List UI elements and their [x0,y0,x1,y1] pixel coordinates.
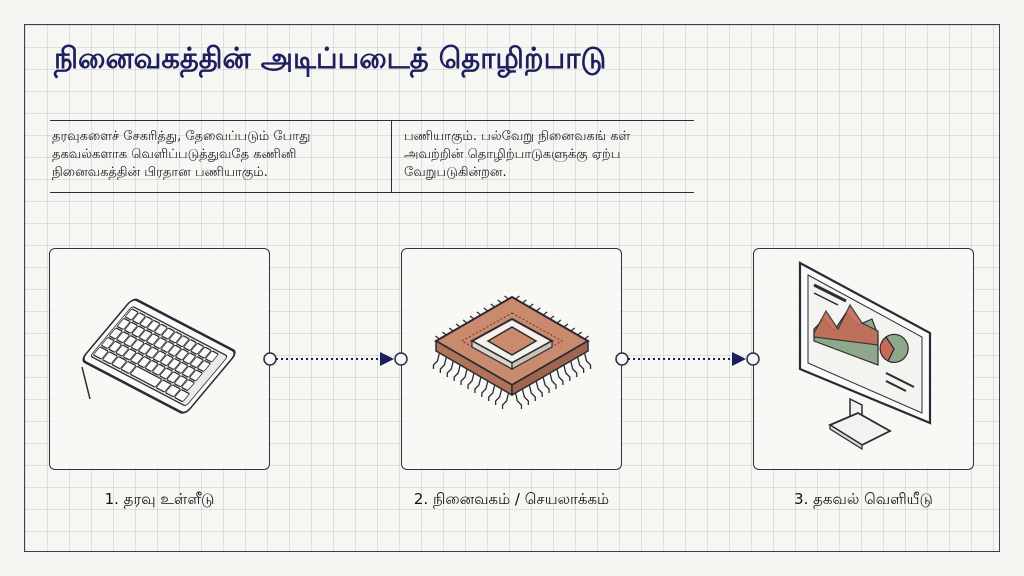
keyboard-key [174,362,188,374]
keyboard-key [174,389,190,402]
keyboard-key [137,356,151,368]
keyboard-key [102,351,118,365]
keyboard-key [116,331,130,344]
keyboard-key [101,337,115,349]
step-panel-output [753,248,974,470]
chip-pin [556,368,564,385]
keyboard-key [138,342,152,355]
keyboard-key [182,365,196,378]
chip-pin [460,368,468,385]
keyboard-key [109,327,123,340]
keyboard-key [146,320,161,332]
keyboard-icon [81,298,236,414]
keyboard-key [161,327,175,340]
chip-pin [535,380,543,397]
chip-pin [467,372,475,389]
keyboard-key [175,348,189,361]
step-label-input: 1. தரவு உள்ளீடு [104,490,215,508]
description-top-rule [50,120,694,121]
chip-pin [494,388,503,405]
chip-pin [514,392,523,409]
chip-pin [528,384,536,401]
keyboard-key [160,354,174,367]
monitor-chart-icon [798,261,932,451]
chip-pin [563,364,571,381]
keyboard-key [130,352,144,365]
keyboard-key [111,356,127,370]
chip-pin [453,364,461,381]
chip-pin [542,376,550,393]
chip-pin [501,392,510,409]
keyboard-key [156,379,172,393]
keyboard-key [132,312,146,325]
chip-pin [521,388,530,405]
chip-pin [439,356,447,373]
connector-input-to-processing [263,352,408,366]
chip-pin [583,352,592,369]
arrow-head-icon [732,352,746,366]
keyboard-key [168,344,182,357]
keyboard-key [152,350,167,363]
keyboard-key [146,333,160,346]
keyboard-key [181,379,195,391]
keyboard-key [154,323,168,336]
keyboard-key [152,363,166,376]
keyboard-key [190,343,204,355]
keyboard-key [168,331,182,344]
chip-pin [488,384,496,401]
keyboard-key [189,369,203,382]
keyboard-key [138,329,153,342]
chip-pin [481,380,489,397]
keyboard-key [165,384,181,398]
description-bottom-rule [50,192,694,193]
chip-pin [577,356,585,373]
keyboard-key [131,325,145,338]
keyboard-key [174,375,188,388]
keyboard-key [123,348,137,361]
keyboard-key [139,316,153,328]
keyboard-key [120,361,136,374]
keyboard-key [198,346,212,359]
keyboard-key [160,341,174,353]
keyboard-key [108,340,122,353]
step-label-processing: 2. நினைவகம் / செயலாக்கம் [413,490,610,508]
keyboard-key [93,346,109,360]
keyboard-key [124,321,138,334]
connector-processing-to-output [615,352,760,366]
step-label-output: 3. தகவல் வெளியீடு [794,490,933,508]
chip-pin [432,352,441,369]
keyboard-key [130,365,162,388]
keyboard-key [144,360,159,372]
page-title: நினைவகத்தின் அடிப்படைத் தொழிற்பாடு [54,41,607,75]
chip-pin [446,360,454,377]
keyboard-key [131,339,145,351]
keyboard-key [167,358,181,370]
description-left: தரவுகளைச் சேகரித்து, தேவைப்படும் போது தக… [52,129,311,180]
keyboard-key [117,318,131,330]
arrow-head-icon [380,352,394,366]
keyboard-key [166,371,180,384]
keyboard-key [123,335,137,347]
step-panel-input [49,248,270,470]
keyboard-key [197,360,211,372]
keyboard-key [153,337,167,349]
chip-pin [549,372,557,389]
keyboard-key [183,339,197,351]
keyboard-key [159,367,173,380]
step-panel-processing [401,248,622,470]
chip-pin [570,360,578,377]
keyboard-key [190,356,204,369]
keyboard-key [145,346,159,359]
cpu-chip-icon [432,295,592,409]
description-divider [391,120,392,192]
keyboard-key [182,352,196,365]
keyboard-key [115,344,129,357]
keyboard-key [205,350,219,363]
keyboard-key [176,335,190,348]
chip-pin [474,376,482,393]
description-right: பணியாகும். பல்வேறு நினைவகங் கள் அவற்றின்… [404,129,631,180]
keyboard-key [125,308,139,321]
